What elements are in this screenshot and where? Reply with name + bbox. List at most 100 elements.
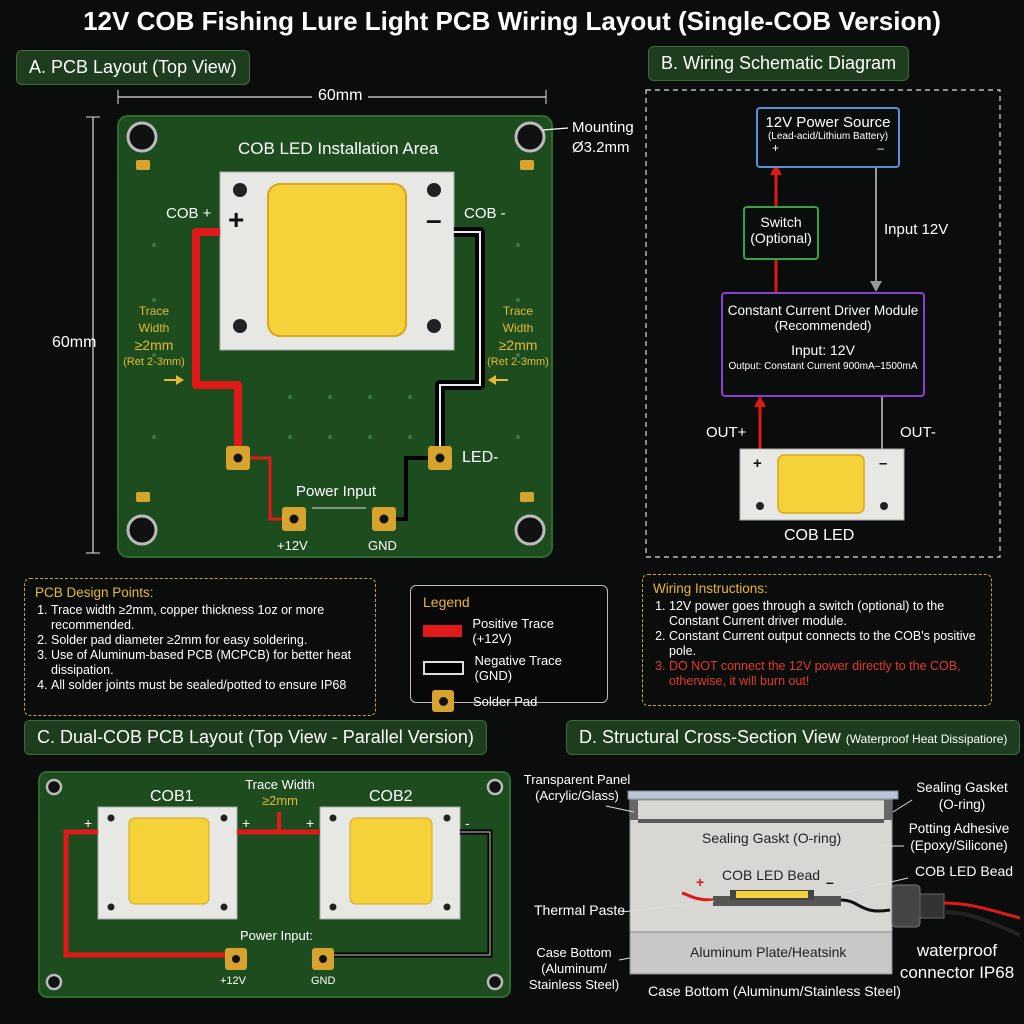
aluminum-plate-label: Aluminum Plate/Heatsink xyxy=(690,944,847,960)
cob2-minus: - xyxy=(465,815,470,831)
mounting-label: Mounting xyxy=(572,119,634,136)
cob-plus-terminal: + xyxy=(753,455,762,472)
cob-minus-terminal: – xyxy=(879,455,888,472)
schematic-cob-emitter xyxy=(777,454,865,514)
bead-plus: + xyxy=(696,874,705,890)
leader-seal xyxy=(892,799,913,813)
connector-gland xyxy=(919,893,945,919)
power-input-label: Power Input xyxy=(296,483,377,500)
leader-case xyxy=(618,957,631,961)
inner-seal-label: Sealing Gaskt (O-ring) xyxy=(702,830,842,846)
cob-plus-label: COB + xyxy=(166,205,212,222)
cob-minus-label: COB - xyxy=(464,205,506,222)
mounting-leader xyxy=(542,127,569,131)
trace-width-title: Trace Width xyxy=(502,304,534,335)
case-bottom-left-label: Case Bottom (Aluminum/ Stainless Steel) xyxy=(526,945,622,993)
out-minus-label: OUT- xyxy=(900,424,936,441)
driver-output: Output: Constant Current 900mA–1500mA xyxy=(728,361,918,372)
dual-v12-label: +12V xyxy=(220,975,246,987)
pcb-note-item: Trace width ≥2mm, copper thickness 1oz o… xyxy=(51,603,365,633)
aluminum-plate xyxy=(629,931,893,975)
potting-housing xyxy=(629,799,893,941)
legend-pad-swatch xyxy=(432,690,454,712)
sealing-gasket-title: Sealing Gasket xyxy=(916,780,1008,795)
leader-transparent xyxy=(605,805,635,813)
cob1-emitter xyxy=(128,817,210,905)
trace-width-note-left: Trace Width ≥2mm (Ret 2-3mm) xyxy=(122,303,186,371)
cob1-label: COB1 xyxy=(150,788,194,805)
thermal-paste-layer xyxy=(713,896,841,906)
input-12v-label: Input 12V xyxy=(884,221,949,238)
legend-positive: Positive Trace (+12V) xyxy=(423,616,595,646)
driver-module-box: Constant Current Driver Module (Recommen… xyxy=(721,292,925,397)
positive-trace xyxy=(192,228,242,458)
solder-pads xyxy=(226,446,452,531)
case-bottom-material-2: Stainless Steel) xyxy=(528,977,620,992)
cob1-plus: + xyxy=(84,815,93,831)
section-a-label: A. PCB Layout (Top View) xyxy=(16,50,250,85)
dual-trace-title: Trace Width xyxy=(245,777,315,792)
cob-minus-sign: – xyxy=(426,204,442,235)
potting-material: (Epoxy/Silicone) xyxy=(910,838,1008,853)
trace-width-range: (Ret 2-3mm) xyxy=(487,356,549,368)
cable-red xyxy=(943,901,1021,920)
power-source-box: 12V Power Source (Lead-acid/Lithium Batt… xyxy=(756,107,900,168)
transparent-panel-title: Transparent Panel xyxy=(523,772,631,787)
legend-pad: Solder Pad xyxy=(423,690,595,712)
width-dim-label: 60mm xyxy=(312,87,369,105)
dual-trace-value: ≥2mm xyxy=(261,793,299,808)
mounting-holes xyxy=(126,121,546,546)
power-source-battery: (Lead-acid/Lithium Battery) xyxy=(767,131,889,142)
pcb-note-item: Use of Aluminum-based PCB (MCPCB) for be… xyxy=(51,648,365,678)
mounting-size-label: Ø3.2mm xyxy=(572,139,630,156)
wiring-note-item: Constant Current output connects to the … xyxy=(669,629,981,659)
pcb-vias xyxy=(152,243,520,439)
bead-negative-wire xyxy=(840,898,891,913)
trace-width-range: (Ret 2-3mm) xyxy=(123,356,185,368)
cob2-plus: + xyxy=(306,815,315,831)
transparent-panel-label: Transparent Panel (Acrylic/Glass) xyxy=(522,772,632,804)
cob2-label: COB2 xyxy=(369,788,413,805)
bead-positive-wire xyxy=(681,891,714,902)
thermal-paste-label: Thermal Paste xyxy=(534,902,626,918)
case-bottom-material: (Aluminum/ xyxy=(541,961,607,976)
mounting-hole xyxy=(126,121,158,153)
leader-thermal xyxy=(621,900,715,913)
section-d-subtitle: (Waterproof Heat Dissipatiore) xyxy=(845,732,1008,746)
sealing-gasket-type: (O-ring) xyxy=(938,797,986,812)
inner-seal-band xyxy=(638,819,884,823)
corner-markers xyxy=(136,160,534,502)
trace-width-value: ≥2mm xyxy=(134,337,174,353)
negative-trace-edge xyxy=(439,231,481,458)
waterproof-connector xyxy=(891,884,921,928)
switch-title: Switch xyxy=(760,214,802,230)
connector-label: waterproof connector IP68 xyxy=(892,940,1022,984)
out-plus-label: OUT+ xyxy=(706,424,747,441)
right-seal xyxy=(884,800,892,820)
wiring-instructions: Wiring Instructions: 12V power goes thro… xyxy=(642,574,992,706)
transparent-panel xyxy=(627,790,899,800)
legend: Legend Positive Trace (+12V) Negative Tr… xyxy=(410,585,608,712)
mounting-hole xyxy=(514,121,546,153)
pcb-notes-header: PCB Design Points: xyxy=(35,585,154,600)
cob-emitter xyxy=(267,183,407,337)
power-plus: + xyxy=(772,141,780,155)
cob-plus-sign: + xyxy=(228,204,245,235)
section-d-title: D. Structural Cross-Section View xyxy=(579,727,841,747)
wiring-warning: DO NOT connect the 12V power directly to… xyxy=(669,659,981,689)
v12-label: +12V xyxy=(277,538,308,553)
pcb-design-notes: PCB Design Points: Trace width ≥2mm, cop… xyxy=(24,578,376,716)
case-bottom-label: Case Bottom (Aluminum/Stainless Steel) xyxy=(648,983,901,999)
driver-title: Constant Current Driver Module xyxy=(727,303,919,318)
schematic-frame xyxy=(645,89,1001,558)
connector-title: waterproof xyxy=(916,941,998,960)
case-bottom-title: Case Bottom xyxy=(536,945,612,960)
connector-rating: connector IP68 xyxy=(899,963,1015,982)
cob-bead-emitter xyxy=(736,891,808,898)
dual-gnd-label: GND xyxy=(311,975,336,987)
legend-negative-swatch xyxy=(423,661,465,675)
cob-bead-right-label: COB LED Bead xyxy=(915,863,1014,879)
wiring-notes-header: Wiring Instructions: xyxy=(653,581,768,596)
